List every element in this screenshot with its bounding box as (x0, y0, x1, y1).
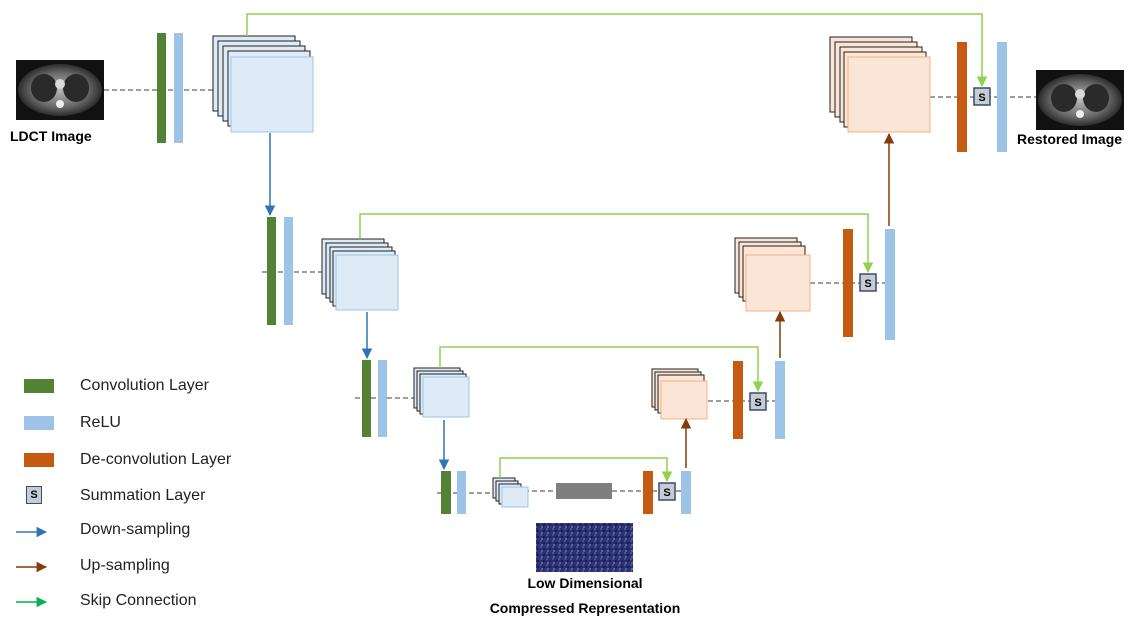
legend-item-down-sampling: Down-sampling (16, 519, 316, 545)
legend-item-skip-connection: Skip Connection (16, 590, 316, 616)
down-sampling-arrows (264, 133, 450, 471)
bottleneck-label-line-1: Low Dimensional (527, 575, 643, 591)
feature-maps (212, 35, 314, 133)
summation-node: S (749, 392, 767, 411)
feature-maps (413, 367, 470, 418)
legend-label: Convolution Layer (80, 377, 209, 394)
summation-node: S (859, 273, 877, 292)
summation-label: S (864, 278, 871, 290)
relu-swatch (24, 416, 54, 430)
summation-label: S (978, 92, 985, 104)
legend-item-summation: S Summation Layer (16, 485, 316, 511)
input-label: LDCT Image (10, 128, 92, 144)
feature-maps (734, 237, 811, 312)
encoder-level-3 (362, 360, 470, 437)
output-label: Restored Image (1017, 131, 1123, 147)
deconv-layer (843, 229, 853, 337)
relu-layer (681, 471, 691, 514)
conv-layer (157, 33, 166, 143)
summation-label: S (754, 397, 761, 409)
summation-label: S (663, 487, 670, 499)
deconv-layer (733, 361, 743, 439)
encoder-level-4 (441, 471, 529, 514)
legend-label: De-convolution Layer (80, 451, 232, 468)
input-ct-image (16, 60, 104, 120)
relu-layer (284, 217, 293, 325)
deconv-layer (957, 42, 967, 152)
summation-node: S (973, 87, 991, 106)
decoder-level-2: S (734, 229, 895, 340)
conv-layer (267, 217, 276, 325)
encoder-level-2 (267, 217, 399, 325)
legend-arrow-icons (16, 526, 48, 608)
bottleneck-bar (556, 483, 612, 499)
summation-node: S (658, 482, 676, 501)
legend-label: Skip Connection (80, 592, 197, 609)
legend-label: Down-sampling (80, 521, 191, 538)
legend-item-convolution: Convolution Layer (16, 375, 316, 401)
feature-maps (829, 36, 931, 133)
legend-item-deconvolution: De-convolution Layer (16, 449, 316, 475)
convolution-swatch (24, 379, 54, 393)
legend-label: Up-sampling (80, 557, 170, 574)
legend-item-relu: ReLU (16, 412, 316, 438)
relu-layer (885, 229, 895, 340)
deconvolution-swatch (24, 453, 54, 467)
conv-layer (441, 471, 451, 514)
summation-icon: S (26, 486, 42, 504)
relu-layer (378, 360, 387, 437)
decoder-level-4: S (643, 471, 691, 514)
encoder-level-1 (157, 33, 314, 143)
feature-maps (492, 477, 529, 508)
output-ct-image (1036, 70, 1124, 130)
skip-connection-level-2 (359, 213, 874, 274)
up-sampling-arrows (680, 132, 895, 468)
conv-layer (362, 360, 371, 437)
legend-item-up-sampling: Up-sampling (16, 555, 316, 581)
feature-maps (321, 238, 399, 311)
relu-layer (997, 42, 1007, 152)
relu-layer (174, 33, 183, 143)
feature-maps (651, 368, 708, 420)
legend-label: ReLU (80, 414, 121, 431)
skip-connection-level-3 (439, 346, 764, 393)
compressed-representation-image (536, 523, 633, 572)
relu-layer (457, 471, 466, 514)
skip-connection-level-4 (499, 457, 673, 483)
relu-layer (775, 361, 785, 439)
decoder-level-1: S (829, 36, 1007, 152)
skip-connection-level-1 (246, 13, 988, 88)
bottleneck-label-line-2: Compressed Representation (489, 600, 681, 616)
legend-label: Summation Layer (80, 487, 206, 504)
skip-connections (246, 13, 988, 483)
decoder-level-3: S (651, 361, 785, 439)
deconv-layer (643, 471, 653, 514)
